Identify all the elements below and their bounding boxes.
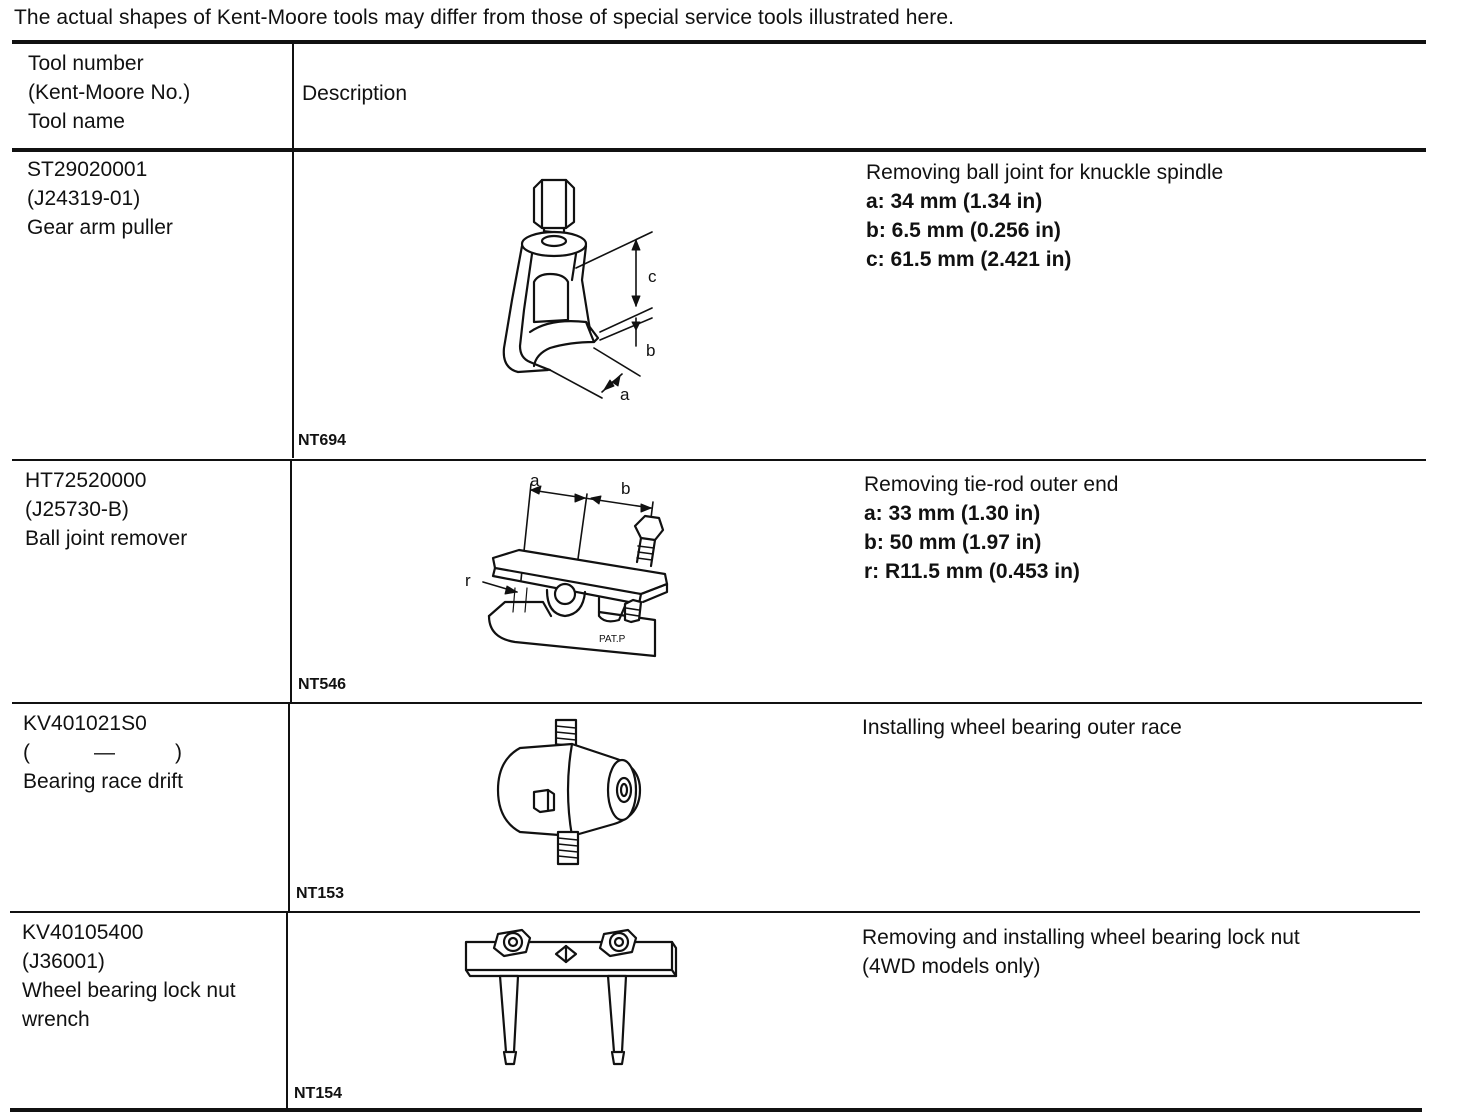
column-divider bbox=[288, 703, 290, 913]
gear-arm-puller-illustration: c b a bbox=[502, 178, 657, 404]
header-tool-column: Tool number (Kent-Moore No.) Tool name bbox=[28, 49, 190, 136]
tool-name: Bearing race drift bbox=[23, 770, 183, 793]
row-2-description: Removing tie-rod outer end a: 33 mm (1.3… bbox=[864, 470, 1118, 586]
header-kent-moore: (Kent-Moore No.) bbox=[28, 81, 191, 104]
patent-mark: PAT.P bbox=[599, 634, 626, 645]
tool-number: HT72520000 bbox=[25, 469, 147, 492]
tool-name: Gear arm puller bbox=[27, 216, 173, 239]
row-1-tool-cell: ST29020001 (J24319-01) Gear arm puller bbox=[27, 155, 173, 242]
kent-moore-open-paren: ( bbox=[23, 741, 30, 764]
dimension-label-b: b bbox=[621, 479, 630, 498]
ball-joint-remover-illustration: a b r PAT.P bbox=[465, 471, 669, 658]
dimension-label-a: a bbox=[530, 471, 540, 490]
column-divider bbox=[286, 912, 288, 1110]
kent-moore-close-paren: ) bbox=[175, 741, 182, 764]
row-divider-2 bbox=[12, 702, 1422, 704]
row-4-description: Removing and installing wheel bearing lo… bbox=[862, 923, 1300, 981]
figure-code: NT154 bbox=[294, 1085, 343, 1102]
table-top-rule bbox=[12, 40, 1426, 44]
tool-number: KV40105400 bbox=[22, 921, 144, 944]
kent-moore-number: (J24319-01) bbox=[27, 187, 141, 210]
spec-r: r: R11.5 mm (0.453 in) bbox=[864, 560, 1080, 583]
tool-number: ST29020001 bbox=[27, 158, 148, 181]
description-text: Removing tie-rod outer end bbox=[864, 473, 1119, 496]
figure-code: NT694 bbox=[298, 432, 347, 449]
table-bottom-rule bbox=[10, 1108, 1422, 1112]
row-3-tool-cell: KV401021S0 ( —) Bearing race drift bbox=[23, 709, 183, 796]
description-text: Removing ball joint for knuckle spindle bbox=[866, 161, 1224, 184]
figure-code: NT546 bbox=[298, 676, 347, 693]
header-tool-number: Tool number bbox=[28, 52, 144, 75]
dimension-label-r: r bbox=[465, 571, 471, 590]
dimension-label-c: c bbox=[648, 267, 657, 286]
tool-name: Ball joint remover bbox=[25, 527, 188, 550]
description-text-continued: (4WD models only) bbox=[862, 955, 1041, 978]
tool-name-continued: wrench bbox=[22, 1008, 90, 1031]
tool-number: KV401021S0 bbox=[23, 712, 147, 735]
spec-b: b: 50 mm (1.97 in) bbox=[864, 531, 1042, 554]
header-tool-name: Tool name bbox=[28, 110, 125, 133]
spec-a: a: 33 mm (1.30 in) bbox=[864, 502, 1041, 525]
figure-code: NT153 bbox=[296, 885, 345, 902]
header-bottom-rule bbox=[12, 148, 1426, 152]
bearing-race-drift-illustration bbox=[496, 718, 642, 866]
header-description: Description bbox=[302, 82, 408, 105]
spec-a: a: 34 mm (1.34 in) bbox=[866, 190, 1043, 213]
kent-moore-dash: — bbox=[94, 741, 115, 764]
dimension-label-a: a bbox=[620, 385, 630, 404]
row-1-description: Removing ball joint for knuckle spindle … bbox=[866, 158, 1223, 274]
spec-c: c: 61.5 mm (2.421 in) bbox=[866, 248, 1072, 271]
kent-moore-number: (J36001) bbox=[22, 950, 105, 973]
row-2-tool-cell: HT72520000 (J25730-B) Ball joint remover bbox=[25, 466, 187, 553]
description-text: Installing wheel bearing outer race bbox=[862, 716, 1182, 739]
column-divider bbox=[292, 42, 294, 458]
tool-name: Wheel bearing lock nut bbox=[22, 979, 236, 1002]
kent-moore-number: ( —) bbox=[23, 738, 183, 767]
column-divider bbox=[290, 460, 292, 704]
row-divider-1 bbox=[12, 459, 1426, 461]
lock-nut-wrench-illustration bbox=[464, 928, 678, 1066]
row-4-tool-cell: KV40105400 (J36001) Wheel bearing lock n… bbox=[22, 918, 236, 1034]
description-text: Removing and installing wheel bearing lo… bbox=[862, 926, 1300, 949]
row-3-description: Installing wheel bearing outer race bbox=[862, 713, 1182, 742]
kent-moore-number: (J25730-B) bbox=[25, 498, 129, 521]
spec-b: b: 6.5 mm (0.256 in) bbox=[866, 219, 1061, 242]
page-note: The actual shapes of Kent-Moore tools ma… bbox=[14, 6, 955, 29]
dimension-label-b: b bbox=[646, 341, 655, 360]
row-divider-3 bbox=[10, 911, 1420, 913]
